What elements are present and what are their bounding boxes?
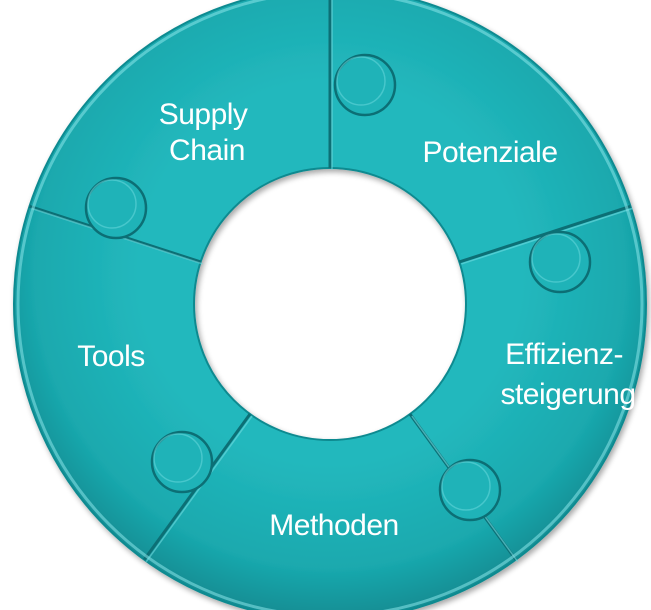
puzzle-knob-highlight [441, 461, 491, 511]
puzzle-knobs [84, 53, 592, 522]
segment-label-supply-chain: Supply Chain [159, 98, 256, 167]
segment-labels: Supply Chain Potenziale Effizienz- steig… [77, 98, 636, 542]
puzzle-knob [528, 230, 592, 294]
segment-label-methoden: Methoden [269, 509, 398, 542]
puzzle-knob-highlight [153, 433, 203, 483]
segment-seam [458, 204, 631, 264]
segment-label-effizienzsteigerung: Effizienz- steigerung [500, 338, 635, 411]
ring-highlight [16, 0, 644, 610]
segment-seam-highlight [145, 415, 253, 563]
puzzle-knob-highlight [336, 56, 386, 106]
segment-label-potenziale: Potenziale [422, 136, 557, 169]
puzzle-knob [438, 458, 502, 522]
puzzle-knob [333, 53, 397, 117]
puzzle-knob [150, 430, 214, 494]
puzzle-knob [84, 176, 148, 240]
puzzle-knob-highlight [87, 179, 137, 229]
segment-label-tools: Tools [77, 340, 145, 373]
puzzle-knob-highlight [531, 233, 581, 283]
